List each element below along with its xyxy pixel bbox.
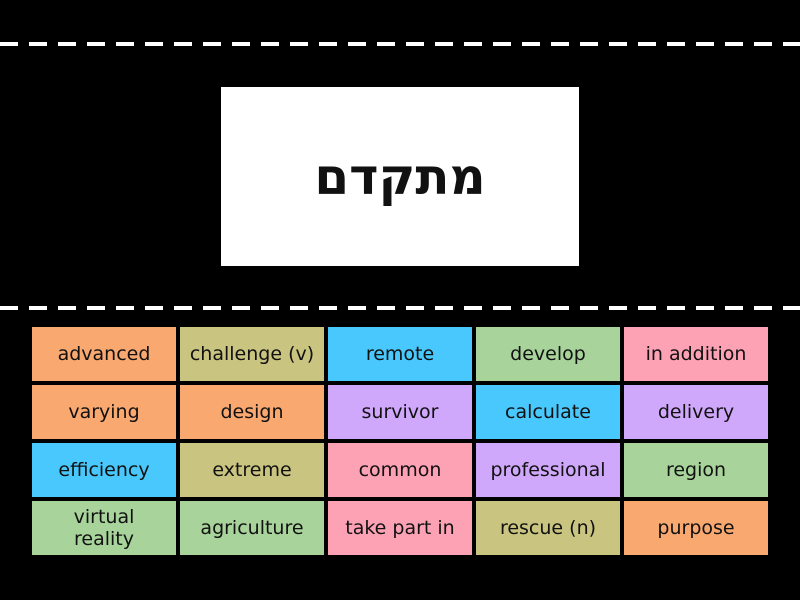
question-text: מתקדם bbox=[314, 147, 486, 206]
question-card: מתקדם bbox=[221, 87, 579, 266]
answer-tile[interactable]: professional bbox=[476, 443, 620, 497]
answer-tile[interactable]: calculate bbox=[476, 385, 620, 439]
answer-tile[interactable]: develop bbox=[476, 327, 620, 381]
answer-tile[interactable]: in addition bbox=[624, 327, 768, 381]
answer-tile[interactable]: common bbox=[328, 443, 472, 497]
answer-tile[interactable]: rescue (n) bbox=[476, 501, 620, 555]
answer-tile[interactable]: take part in bbox=[328, 501, 472, 555]
answer-tile[interactable]: challenge (v) bbox=[180, 327, 324, 381]
top-dashed-divider bbox=[0, 42, 800, 46]
answer-tile[interactable]: design bbox=[180, 385, 324, 439]
answer-tile[interactable]: extreme bbox=[180, 443, 324, 497]
answer-tile[interactable]: varying bbox=[32, 385, 176, 439]
answer-tile[interactable]: advanced bbox=[32, 327, 176, 381]
answer-tile[interactable]: delivery bbox=[624, 385, 768, 439]
bottom-dashed-divider bbox=[0, 306, 800, 310]
answer-tile[interactable]: agriculture bbox=[180, 501, 324, 555]
answer-tile[interactable]: purpose bbox=[624, 501, 768, 555]
answer-tile[interactable]: region bbox=[624, 443, 768, 497]
answer-tile[interactable]: virtual reality bbox=[32, 501, 176, 555]
answer-tile[interactable]: efficiency bbox=[32, 443, 176, 497]
answer-tile[interactable]: remote bbox=[328, 327, 472, 381]
answer-tile[interactable]: survivor bbox=[328, 385, 472, 439]
